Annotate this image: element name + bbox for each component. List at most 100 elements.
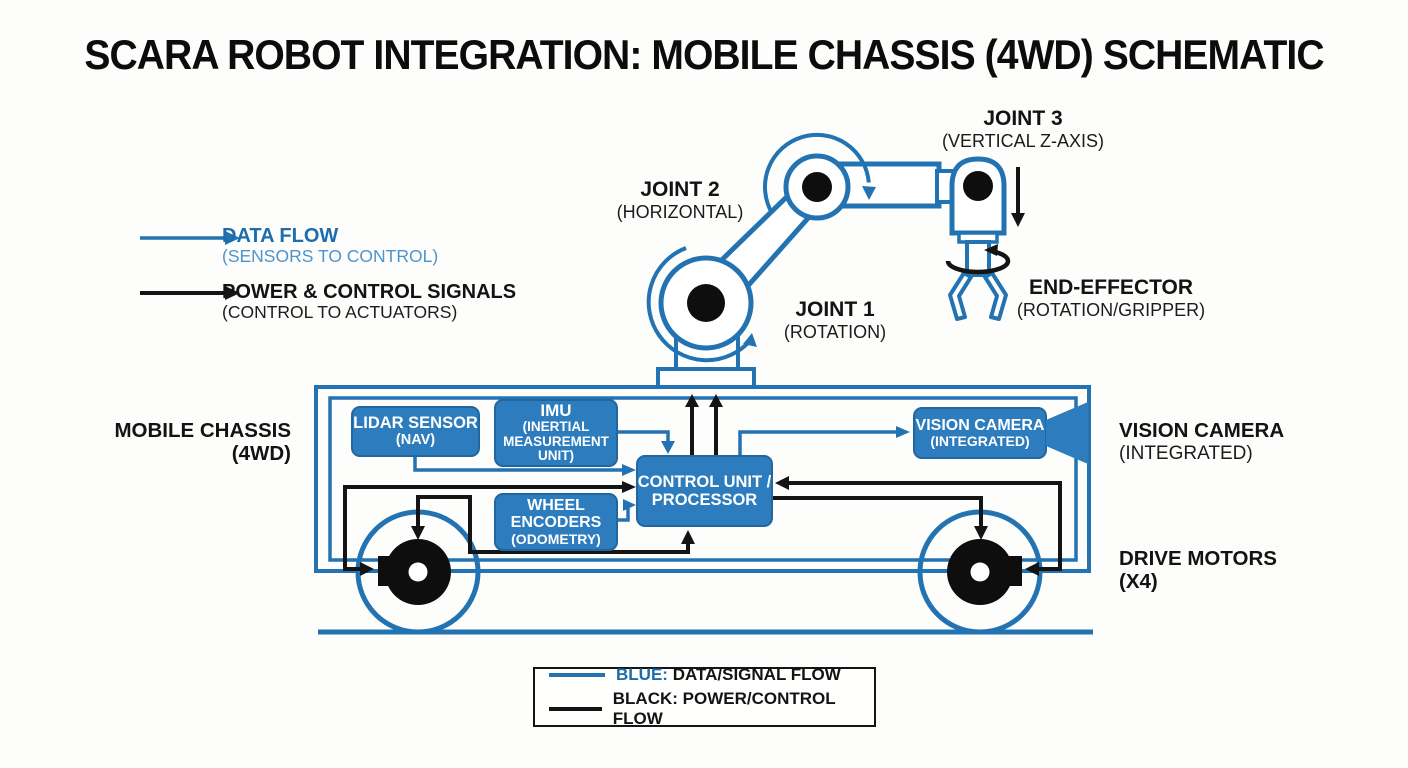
drive-motors-label: DRIVE MOTORS (X4)	[1119, 547, 1339, 594]
chassis-inner-border	[328, 396, 1078, 562]
control-right-arrowhead	[775, 476, 789, 490]
left-motor-top-arrowhead	[411, 526, 425, 540]
legend-blue-arrowhead	[225, 231, 240, 245]
gripper-neck	[965, 240, 991, 277]
vision-camera-label-ext: VISION CAMERA (INTEGRATED)	[1119, 419, 1339, 464]
wheel-encoders-line3: (ODOMETRY)	[511, 530, 601, 547]
end-effector-label-title: END-EFFECTOR	[1028, 276, 1194, 299]
legend-power-label: POWER & CONTROL SIGNALS	[222, 281, 517, 303]
bottom-legend-black-desc: POWER/CONTROL FLOW	[612, 689, 836, 728]
bottom-legend-blue-row: BLUE: DATA/SIGNAL FLOW	[549, 665, 874, 685]
vision-camera-line2: (INTEGRATED)	[930, 433, 1030, 450]
data-flow-arrowheads	[622, 426, 910, 511]
joint2-label: JOINT 2 (HORIZONTAL)	[580, 178, 780, 222]
legend-data-flow-sub: (SENSORS TO CONTROL)	[222, 246, 439, 267]
imu-to-control-line	[617, 430, 670, 441]
joint2-pivot	[802, 172, 832, 202]
legend-black-arrowhead	[225, 286, 240, 300]
lidar-arrowhead	[622, 464, 636, 476]
joint2-rotation-arc	[763, 132, 871, 214]
black-line-swatch	[549, 707, 602, 711]
joint3-pivot	[963, 171, 993, 201]
camera-arrowhead	[896, 426, 910, 438]
legend-arrows	[140, 231, 240, 300]
component-boxes	[351, 399, 1088, 551]
control-unit-box-label: CONTROL UNIT / PROCESSOR	[637, 456, 772, 526]
drive-motors-label-title: DRIVE MOTORS	[1119, 547, 1277, 570]
gripper-claw-left	[948, 271, 973, 321]
bottom-legend-blue-term: BLUE:	[616, 665, 668, 684]
lidar-line1: LIDAR SENSOR	[353, 414, 478, 433]
control-unit-line2: PROCESSOR	[651, 491, 758, 509]
imu-line3: MEASUREMENT	[503, 433, 609, 449]
mobile-chassis-label: MOBILE CHASSIS (4WD)	[101, 419, 291, 466]
imu-line1: IMU	[540, 401, 572, 421]
end-effector-label-sub: (ROTATION/GRIPPER)	[1016, 299, 1206, 320]
joint3-label-title: JOINT 3	[983, 107, 1063, 130]
arm-base-plate	[656, 367, 756, 389]
data-flow-lines	[413, 430, 897, 522]
legend-power-sub: (CONTROL TO ACTUATORS)	[222, 302, 458, 323]
imu-arrowhead	[661, 441, 675, 454]
wheel-encoders-line1: WHEEL	[527, 497, 585, 515]
camera-lens-icon	[1046, 402, 1088, 464]
vision-camera-box-label: VISION CAMERA (INTEGRATED)	[914, 408, 1046, 458]
right-power-loop-line	[782, 481, 1062, 571]
wheel-encoders-box	[494, 493, 618, 551]
joint1-label-sub: (ROTATION)	[783, 321, 887, 342]
gripper-rotation-arc	[945, 249, 1011, 275]
joint2-label-sub: (HORIZONTAL)	[616, 201, 744, 222]
end-effector-label: END-EFFECTOR (ROTATION/GRIPPER)	[1005, 276, 1217, 320]
joint1-pivot	[687, 284, 725, 322]
control-to-camera-line	[738, 430, 897, 456]
imu-box-label: IMU (INERTIAL MEASUREMENT UNIT)	[495, 400, 617, 466]
control-unit-line1: CONTROL UNIT /	[637, 472, 772, 491]
right-motor-top-arrowhead	[974, 526, 988, 540]
power-control-lines	[343, 404, 1062, 571]
legend-data-flow-label: DATA FLOW	[222, 225, 339, 247]
joint2-rotation-arrowhead	[862, 186, 876, 200]
vision-camera-line1: VISION CAMERA	[915, 416, 1045, 434]
joint1-rotation-arc	[646, 246, 752, 363]
legend-power: POWER & CONTROL SIGNALS (CONTROL TO ACTU…	[222, 281, 516, 323]
legend-data-flow: DATA FLOW (SENSORS TO CONTROL)	[222, 225, 438, 267]
left-motor-feed-line	[416, 495, 690, 554]
bottom-legend-black-term: BLACK:	[612, 689, 678, 708]
joint1-rotation-arrowhead	[743, 333, 757, 347]
bottom-legend-blue-desc: DATA/SIGNAL FLOW	[672, 665, 841, 684]
mobile-chassis-label-sub: (4WD)	[231, 441, 291, 465]
drive-motors	[378, 539, 1022, 605]
arm-arrowhead-1	[685, 394, 699, 407]
wheel-encoders-line2: ENCODERS	[510, 514, 602, 532]
encoders-arrowhead	[623, 499, 636, 511]
imu-line2: (INERTIAL	[522, 419, 590, 435]
imu-box	[494, 399, 618, 467]
joint3-label: JOINT 3 (VERTICAL Z-AXIS)	[923, 107, 1123, 151]
joint3-label-sub: (VERTICAL Z-AXIS)	[941, 130, 1105, 151]
page-title: SCARA ROBOT INTEGRATION: MOBILE CHASSIS …	[84, 31, 1324, 78]
lidar-line2: (NAV)	[395, 431, 436, 448]
lidar-to-control-line	[413, 456, 623, 472]
right-motor-feed-line	[773, 496, 983, 526]
left-motor-tab-arrowhead	[360, 562, 374, 576]
scara-arm	[646, 132, 1025, 389]
mobile-chassis-label-title: MOBILE CHASSIS	[114, 419, 291, 442]
left-power-loop-line	[343, 485, 628, 571]
control-bottom-arrowhead	[681, 530, 695, 544]
right-motor-hub	[970, 562, 990, 582]
bottom-legend-black-row: BLACK: POWER/CONTROL FLOW	[549, 689, 874, 729]
imu-line4: UNIT)	[538, 448, 574, 464]
joint2-label-title: JOINT 2	[640, 178, 720, 201]
gripper-claw-right	[983, 271, 1008, 321]
lidar-box	[351, 406, 480, 457]
joint1-label-title: JOINT 1	[795, 298, 875, 321]
power-control-arrowheads	[360, 394, 1039, 576]
vision-camera-label-sub: (INTEGRATED)	[1119, 442, 1253, 464]
lidar-box-label: LIDAR SENSOR (NAV)	[352, 407, 479, 456]
left-motor-hub	[408, 562, 428, 582]
gripper-rotation-arrowhead	[984, 244, 998, 256]
blue-line-swatch	[549, 673, 605, 677]
joint1-label: JOINT 1 (ROTATION)	[735, 298, 935, 342]
